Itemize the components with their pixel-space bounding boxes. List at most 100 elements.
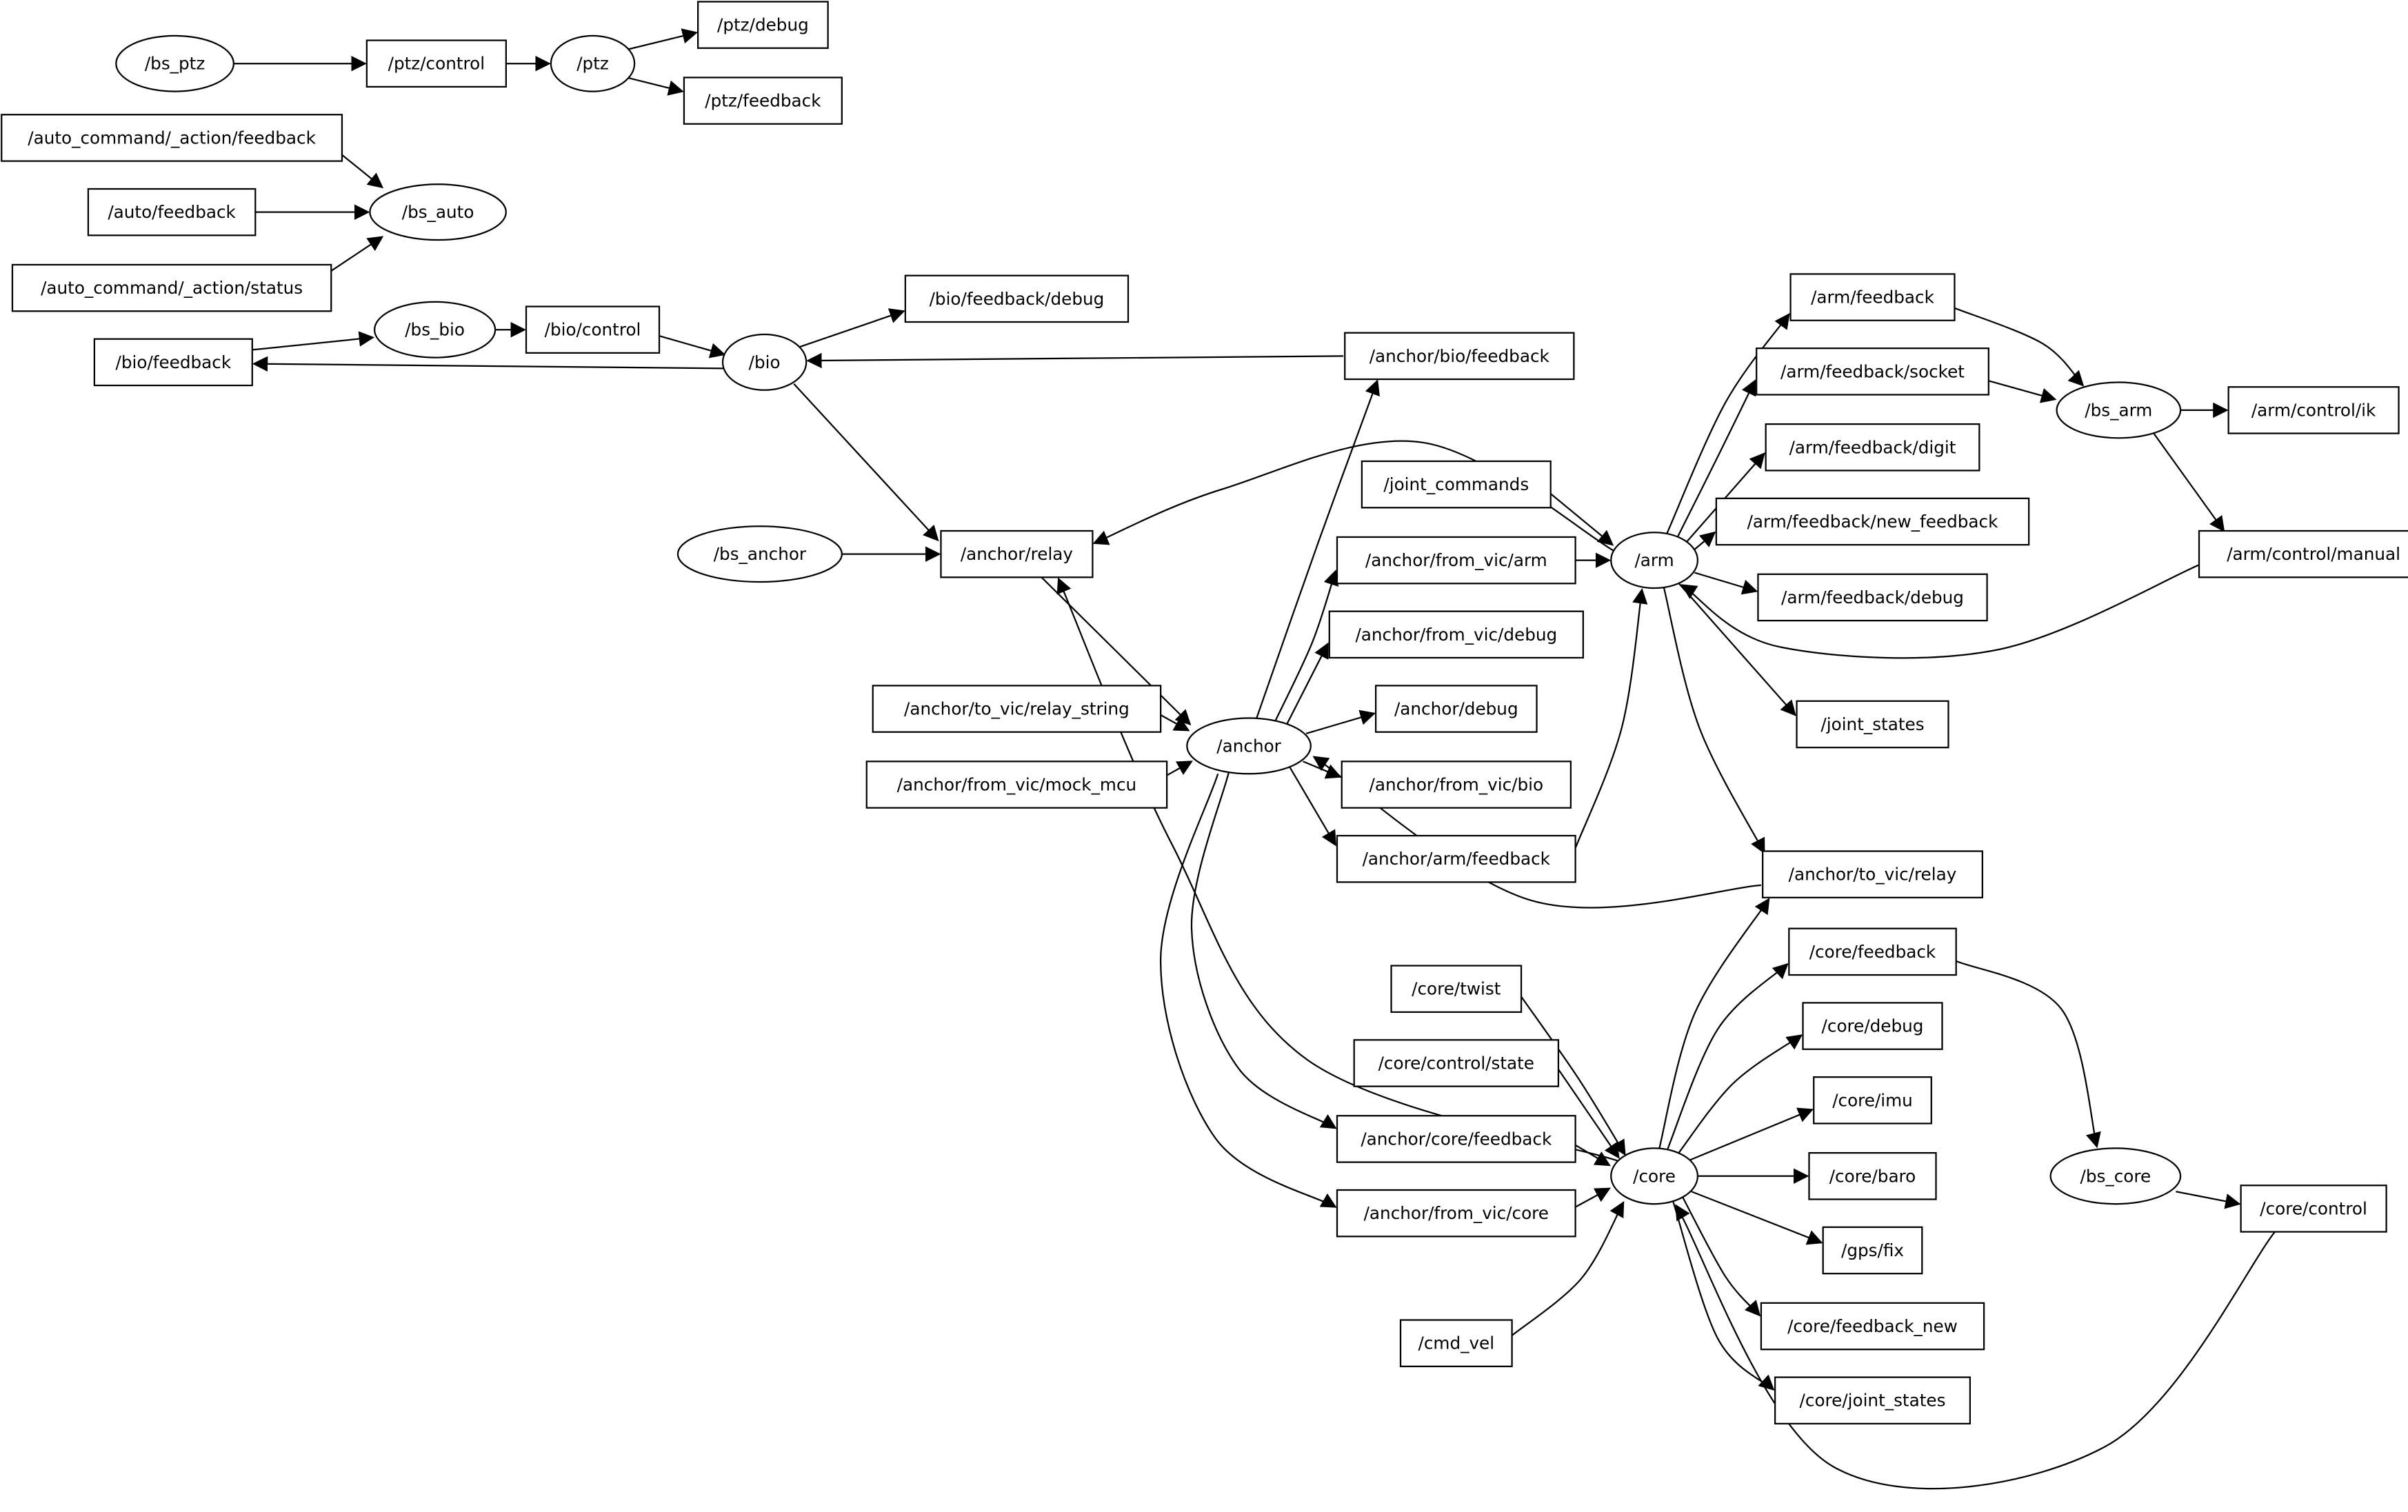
node-label-bs_auto: /bs_auto [402,202,474,222]
graph-node-ptz: /ptz [550,34,636,92]
node-label-anchor_to_vic_relay: /anchor/to_vic/relay [1789,865,1957,885]
node-label-core_control: /core/control [2260,1198,2367,1218]
topic-rect-anchor_from_vic_arm [1336,536,1576,585]
topic-rect-anchor_to_vic_relay [1762,850,1983,898]
node-label-arm_feedback: /arm/feedback [1811,288,1935,308]
node-label-core_twist: /core/twist [1412,979,1501,999]
graph-node-ptz_control: /ptz/control [365,39,507,88]
graph-edge-bio_control-to-bio [659,335,726,359]
graph-node-ptz_debug: /ptz/debug [697,1,829,49]
graph-edge-anchor-to-anchor_from_vic_arm [1274,569,1339,722]
topic-rect-gps_fix [1822,1226,1923,1275]
node-label-bs_core: /bs_core [2080,1166,2151,1186]
graph-node-cmd_vel: /cmd_vel [1399,1319,1513,1367]
graph-node-anchor: /anchor [1186,717,1312,775]
graph-edge-anchor_core_feedback-to-core [1575,1144,1611,1167]
graph-node-anchor_from_vic_mock_mcu: /anchor/from_vic/mock_mcu [865,760,1168,809]
graph-edge-anchor-to-anchor_core_feedback [1190,772,1337,1129]
node-label-core_control_state: /core/control/state [1378,1053,1534,1073]
topic-rect-anchor_debug [1374,685,1538,733]
node-ellipse-ptz [550,34,636,92]
graph-edge-anchor-to-anchor_bio_feedback [1256,379,1380,718]
node-label-anchor_from_vic_debug: /anchor/from_vic/debug [1355,625,1557,645]
graph-node-core: /core [1610,1147,1699,1205]
graph-node-anchor_to_vic_relay: /anchor/to_vic/relay [1762,850,1983,898]
topic-rect-arm_control_ik [2227,386,2400,434]
graph-edge-auto_command_action_feedback-to-bs_auto [341,154,384,189]
topic-rect-core_control_state [1353,1039,1560,1087]
graph-edge-anchor-to-anchor_from_vic_bio [1303,760,1342,779]
graph-edge-core-to-core_imu [1688,1107,1814,1162]
graph-node-joint_commands: /joint_commands [1361,460,1552,509]
node-label-bs_bio: /bs_bio [405,320,465,340]
graph-edge-ptz-to-ptz_debug [626,28,699,51]
topic-rect-core_twist [1390,965,1523,1014]
graph-node-auto_command_action_feedback: /auto_command/_action/feedback [1,114,343,162]
node-label-arm_feedback_digit: /arm/feedback/digit [1789,437,1956,457]
graph-node-arm_feedback: /arm/feedback [1789,273,1956,321]
graph-edge-ptz-to-ptz_feedback [626,77,684,96]
graph-edge-core-to-core_feedback_new [1681,1196,1761,1317]
graph-node-bs_bio: /bs_bio [373,301,496,359]
node-label-joint_commands: /joint_commands [1383,474,1529,494]
node-ellipse-arm [1610,532,1699,589]
node-label-anchor_arm_feedback: /anchor/arm/feedback [1363,849,1551,869]
node-label-bio_control: /bio/control [545,320,641,340]
graph-node-core_debug: /core/debug [1802,1002,1943,1050]
topic-rect-anchor_relay [940,530,1094,578]
graph-node-bs_arm: /bs_arm [2056,381,2182,439]
graph-node-bs_ptz: /bs_ptz [115,34,234,92]
graph-edge-anchor-to-anchor_from_vic_core [1160,773,1337,1208]
graph-node-anchor_debug: /anchor/debug [1374,685,1538,733]
graph-edge-core_twist-to-core [1521,996,1626,1156]
graph-edge-arm-to-joint_states [1676,581,1796,716]
graph-edge-bio_feedback-to-bs_bio [252,331,375,351]
node-label-core_imu: /core/imu [1832,1090,1913,1110]
topic-rect-cmd_vel [1399,1319,1513,1367]
graph-node-anchor_core_feedback: /anchor/core/feedback [1336,1115,1576,1163]
node-label-core_baro: /core/baro [1829,1166,1916,1186]
topic-rect-anchor_to_vic_relay_string [872,685,1162,733]
graph-node-arm_feedback_new_feedback: /arm/feedback/new_feedback [1715,497,2030,546]
topic-rect-ptz_feedback [683,77,843,125]
topic-rect-bio_feedback_debug [904,274,1130,323]
node-label-ptz: /ptz [576,54,609,74]
topic-rect-core_joint_states [1774,1376,1971,1425]
node-label-anchor_from_vic_mock_mcu: /anchor/from_vic/mock_mcu [897,775,1136,795]
graph-edge-core_feedback-to-bs_core [1956,960,2101,1149]
graph-edge-core-to-anchor_to_vic_relay [1658,898,1770,1150]
node-ellipse-anchor [1186,717,1312,775]
node-label-core_feedback: /core/feedback [1809,942,1936,962]
node-label-arm_control_manual: /arm/control/manual [2227,544,2400,564]
graph-edge-anchor_arm_feedback-to-arm [1574,588,1648,849]
node-ellipse-bs_arm [2056,381,2182,439]
node-label-arm_feedback_socket: /arm/feedback/socket [1780,361,1965,381]
topic-rect-arm_feedback_debug [1757,573,1988,622]
graph-node-anchor_bio_feedback: /anchor/bio/feedback [1344,332,1575,381]
graph-node-anchor_arm_feedback: /anchor/arm/feedback [1336,834,1576,883]
topic-rect-core_debug [1802,1002,1943,1050]
topic-rect-anchor_from_vic_bio [1341,760,1572,809]
node-ellipse-bs_anchor [676,525,843,583]
node-label-anchor_bio_feedback: /anchor/bio/feedback [1369,346,1550,366]
graph-edge-anchor-to-anchor_from_vic_debug [1285,642,1329,727]
graph-edge-core-to-gps_fix [1691,1191,1823,1245]
graph-edge-arm_feedback_socket-to-bs_arm [1988,380,2057,403]
topic-rect-anchor_arm_feedback [1336,834,1576,883]
node-label-ptz_debug: /ptz/debug [717,15,809,35]
topic-rect-joint_states [1796,700,1949,749]
node-label-anchor_relay: /anchor/relay [961,544,1073,564]
graph-edge-bio-to-bio_feedback_debug [799,308,905,347]
graph-node-arm_feedback_socket: /arm/feedback/socket [1756,347,1989,396]
topic-rect-arm_feedback_new_feedback [1715,497,2030,546]
topic-rect-core_feedback [1788,927,1957,976]
graph-edge-bio-to-anchor_relay [793,383,939,542]
graph-node-arm_feedback_debug: /arm/feedback/debug [1757,573,1988,622]
graph-node-bs_auto: /bs_auto [369,183,507,241]
topic-rect-bio_control [525,305,661,354]
graph-node-arm: /arm [1610,532,1699,589]
graph-node-core_baro: /core/baro [1808,1152,1937,1200]
node-label-core: /core [1633,1166,1676,1186]
graph-edge-core_control-to-core [1675,1204,2276,1490]
graph-edge-anchor_from_vic_core-to-core [1575,1187,1611,1208]
